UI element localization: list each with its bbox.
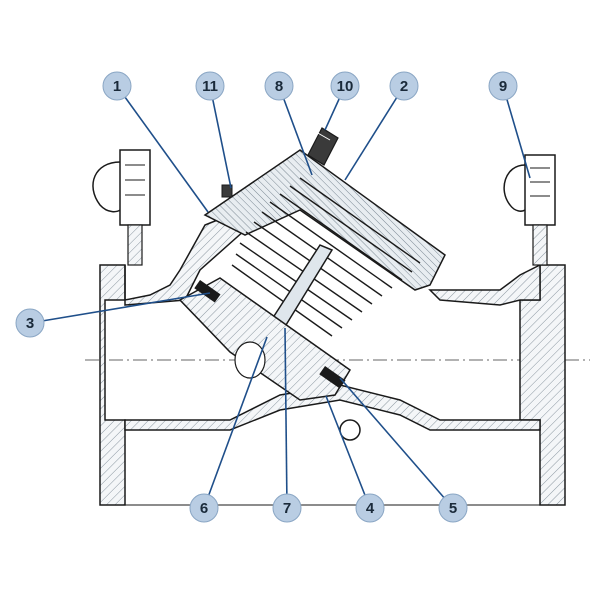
callout-8: 8 bbox=[264, 71, 294, 101]
left-gauge bbox=[92, 149, 151, 266]
disc-seat bbox=[178, 277, 352, 401]
bellows-fins bbox=[231, 177, 421, 337]
callout-6: 6 bbox=[189, 493, 219, 523]
callout-4-label: 4 bbox=[366, 500, 375, 517]
callout-7: 7 bbox=[272, 493, 302, 523]
callout-6-label: 6 bbox=[200, 500, 208, 517]
callout-2-label: 2 bbox=[400, 78, 408, 95]
callout-1: 1 bbox=[102, 71, 132, 101]
vent-plug bbox=[307, 127, 339, 166]
callout-7-label: 7 bbox=[283, 500, 291, 517]
callout-9: 9 bbox=[488, 71, 518, 101]
callout-9-label: 9 bbox=[499, 78, 507, 95]
callout-11: 11 bbox=[195, 71, 225, 101]
callout-4: 4 bbox=[355, 493, 385, 523]
callout-3-label: 3 bbox=[26, 315, 34, 332]
callout-5: 5 bbox=[438, 493, 468, 523]
valve-body bbox=[99, 214, 566, 506]
callout-11-label: 11 bbox=[202, 78, 218, 95]
callout-3: 3 bbox=[15, 308, 45, 338]
right-gauge bbox=[503, 154, 556, 266]
strainer-cover bbox=[203, 149, 446, 291]
callout-8-label: 8 bbox=[275, 78, 283, 95]
callout-1-label: 1 bbox=[113, 78, 121, 95]
callout-10-label: 10 bbox=[337, 78, 354, 95]
callout-5-label: 5 bbox=[449, 500, 457, 517]
leader-lines bbox=[29, 85, 531, 509]
callout-2: 2 bbox=[389, 71, 419, 101]
callout-10: 10 bbox=[330, 71, 360, 101]
cover-bolt bbox=[221, 184, 233, 198]
